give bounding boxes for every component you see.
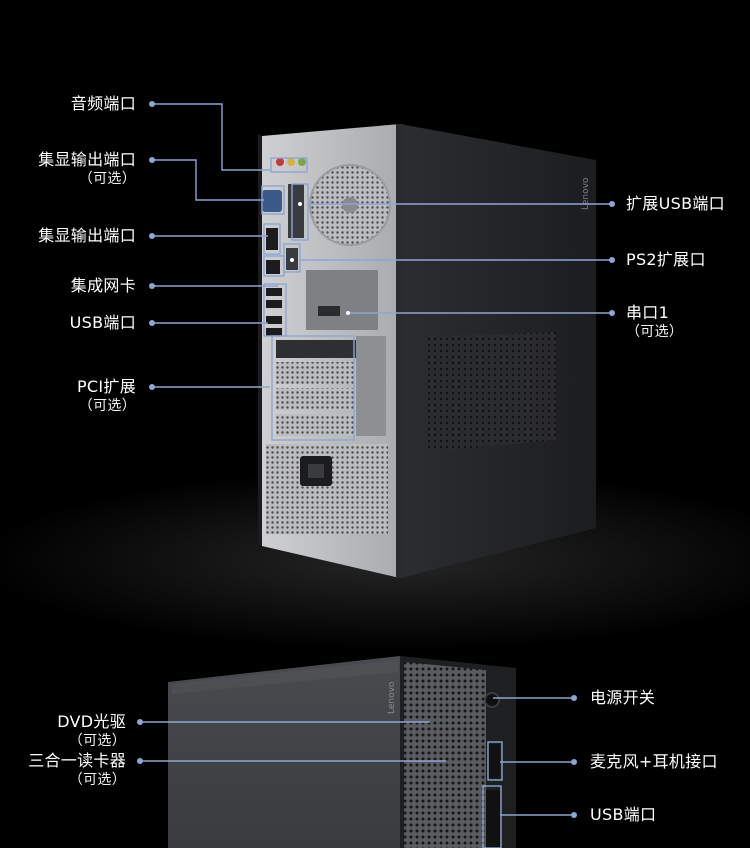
label-optional-note: （可选） — [68, 772, 126, 788]
label-optional-note: （可选） — [68, 733, 126, 749]
svg-text:Lenovo: Lenovo — [387, 681, 397, 714]
label-igpu-output: 集显输出端口 — [38, 226, 136, 245]
label-mic-headphone-jack: 麦克风+耳机接口 — [590, 752, 718, 771]
label-card-reader: 三合一读卡器 （可选） — [28, 751, 126, 788]
label-ps2-expansion: PS2扩展口 — [626, 250, 706, 269]
svg-text:Lenovo: Lenovo — [581, 177, 591, 210]
label-dvd-drive: DVD光驱 （可选） — [57, 712, 126, 749]
label-optional-note: （可选） — [626, 324, 684, 340]
label-pci-expansion: PCI扩展 （可选） — [76, 377, 136, 414]
label-power-switch: 电源开关 — [590, 688, 656, 707]
label-optional-note: （可选） — [78, 171, 136, 187]
label-integrated-nic: 集成网卡 — [70, 276, 136, 295]
label-igpu-output-optional: 集显输出端口 （可选） — [38, 150, 136, 187]
label-audio-port: 音频端口 — [70, 94, 136, 113]
label-usb-ports-front: USB端口 — [590, 805, 657, 824]
label-optional-note: （可选） — [78, 398, 136, 414]
label-serial-port: 串口1 （可选） — [626, 303, 684, 340]
label-expansion-usb: 扩展USB端口 — [626, 194, 725, 213]
label-usb-ports-rear: USB端口 — [69, 313, 136, 332]
